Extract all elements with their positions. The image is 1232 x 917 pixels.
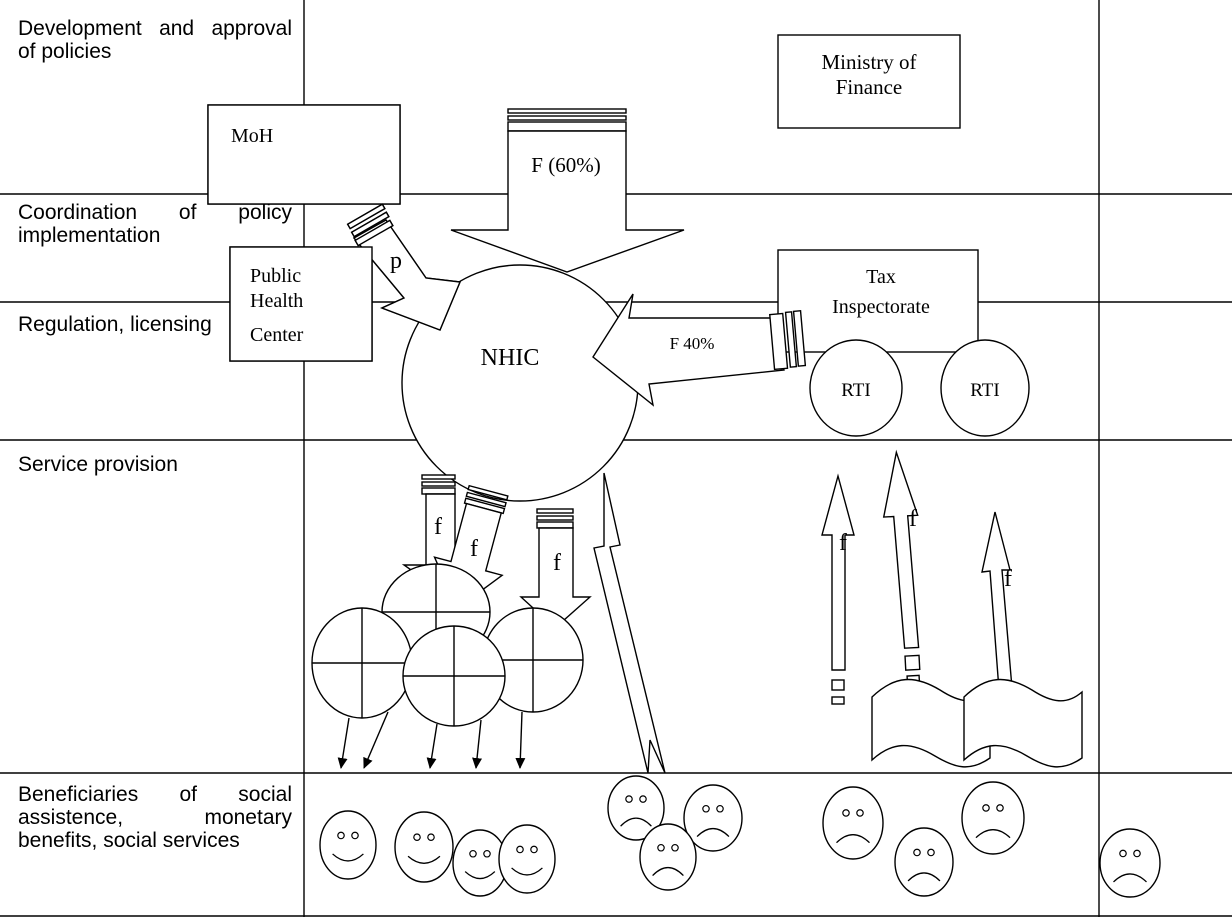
ministry-of-finance-label-line1: Ministry of xyxy=(821,50,916,74)
row-label-regulation: Regulation, licensing xyxy=(18,313,292,336)
revenue-up-arrows xyxy=(822,451,1012,704)
tax-inspectorate-node: Tax Inspectorate xyxy=(778,250,978,352)
public-health-center-label-line2: Health xyxy=(250,290,303,312)
tax-share-label: F 40% xyxy=(670,334,715,353)
row-label-policy-development: Development and approval of policies xyxy=(18,17,292,63)
provider-icon-3 xyxy=(312,608,412,718)
finance-share-label: F (60%) xyxy=(531,153,600,177)
public-health-center-label-line1: Public xyxy=(250,265,301,287)
frowning-face-icon xyxy=(640,824,696,890)
document-icons xyxy=(872,680,1082,767)
provider-funding-label-6: f xyxy=(1004,566,1012,592)
revenue-up-arrow-3 xyxy=(982,512,1012,690)
rti-label-1: RTI xyxy=(841,380,870,401)
rti-node-2: RTI xyxy=(941,340,1029,436)
row-label-beneficiaries: Beneficiaries of social assistence, mone… xyxy=(18,783,292,852)
finance-share-arrow xyxy=(451,109,684,272)
nhic-label: NHIC xyxy=(481,345,540,371)
frowning-face-icon xyxy=(895,828,953,896)
row-label-service-provision: Service provision xyxy=(18,453,292,476)
provider-funding-label-1: f xyxy=(434,514,442,540)
beneficiary-faces xyxy=(320,776,1160,897)
smiley-face-icon xyxy=(320,811,376,879)
moh-label: MoH xyxy=(231,125,273,147)
moh-node: MoH xyxy=(208,105,400,204)
rti-node-1: RTI xyxy=(810,340,902,436)
ministry-of-finance-node: Ministry of Finance xyxy=(778,35,960,128)
public-health-center-node: Public Health Center xyxy=(230,247,372,361)
ministry-of-finance-label-line2: Finance xyxy=(836,75,902,99)
tax-inspectorate-label-line1: Tax xyxy=(866,266,896,288)
rti-label-2: RTI xyxy=(970,380,999,401)
smiley-face-icon xyxy=(499,825,555,893)
policy-label: p xyxy=(390,248,402,274)
return-flow-arrow xyxy=(594,473,665,773)
revenue-up-arrow-1 xyxy=(822,476,854,704)
revenue-up-arrow-2 xyxy=(880,451,926,686)
provider-funding-label-5: f xyxy=(909,506,917,532)
frowning-face-icon xyxy=(823,787,883,859)
smiley-face-icon xyxy=(395,812,453,882)
provider-icon-4 xyxy=(403,626,505,726)
provider-funding-label-2: f xyxy=(470,536,478,562)
row-label-policy-coordination: Coordination of policy implementation xyxy=(18,201,292,247)
provider-funding-label-4: f xyxy=(839,530,847,556)
frowning-face-icon xyxy=(962,782,1024,854)
revenue-up-labels: f f f xyxy=(839,506,1012,592)
tax-inspectorate-label-line2: Inspectorate xyxy=(832,296,930,318)
frowning-face-icon xyxy=(1100,829,1160,897)
provider-funding-label-3: f xyxy=(553,550,561,576)
